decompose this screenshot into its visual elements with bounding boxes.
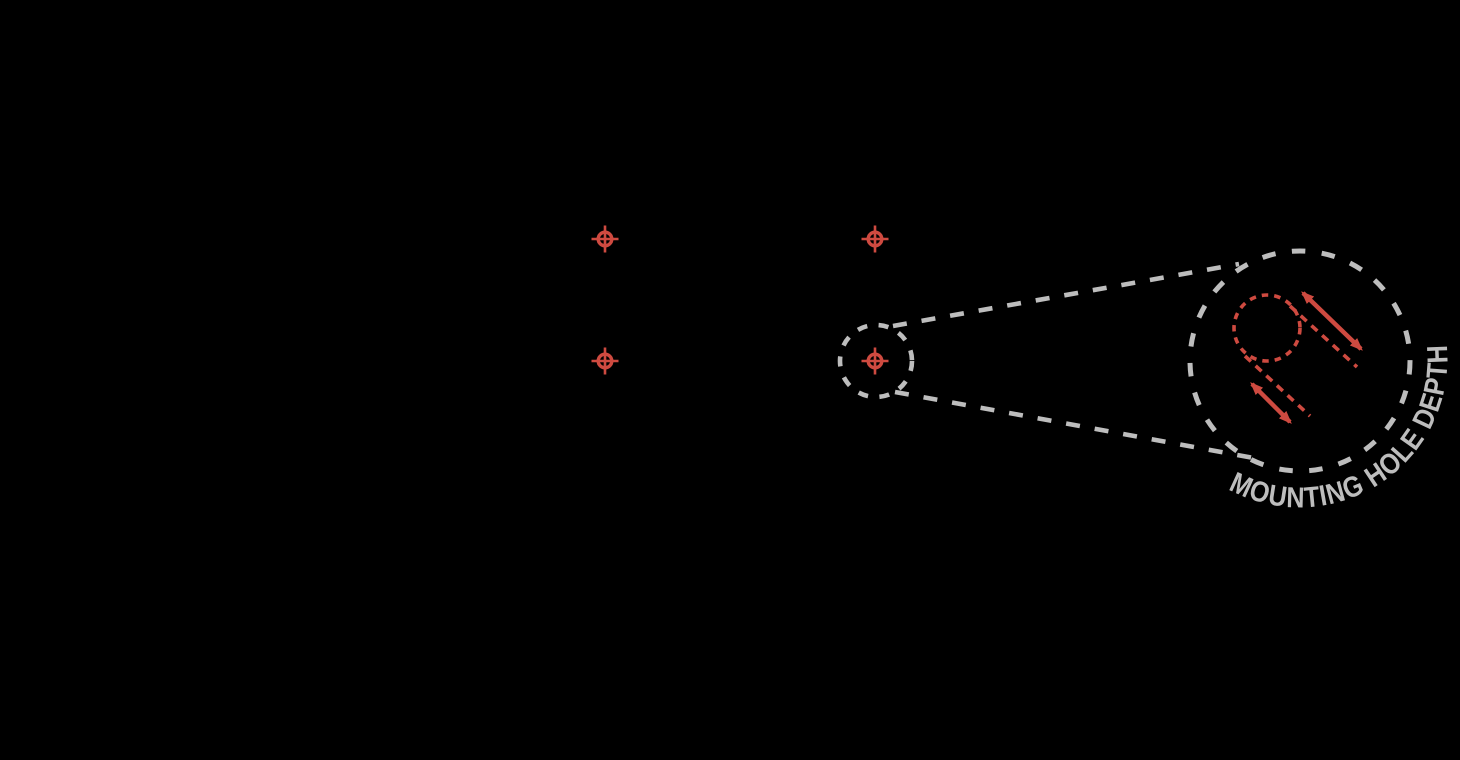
- mounting-hole-detail: [1232, 291, 1363, 424]
- leader-line: [894, 389, 1260, 462]
- depth-dimension-arrow: [1301, 291, 1363, 351]
- callout-leader-lines: [892, 261, 1260, 462]
- registration-marks: [591, 225, 889, 375]
- callout-source-circle: [837, 322, 915, 400]
- registration-mark-icon: [861, 347, 889, 375]
- depth-dimension-arrows: [1250, 291, 1363, 424]
- mounting-hole-outline: [1232, 293, 1302, 363]
- registration-mark-icon: [591, 225, 619, 253]
- leader-line: [892, 261, 1240, 329]
- detail-callout: [837, 248, 1413, 474]
- detail-view-circle: [1187, 248, 1413, 474]
- registration-mark-icon: [861, 225, 889, 253]
- depth-dimension-arrow: [1250, 382, 1292, 424]
- registration-mark-icon: [591, 347, 619, 375]
